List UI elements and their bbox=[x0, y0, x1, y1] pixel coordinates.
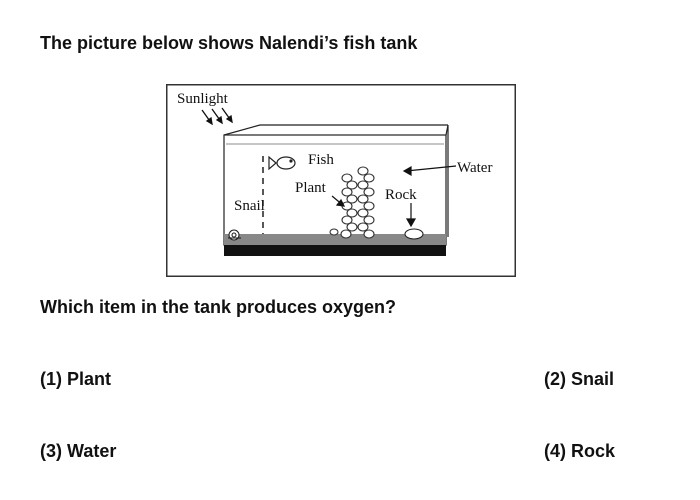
fish-tank-figure: Sunlight Fish Plant Water Rock Snail bbox=[166, 84, 516, 277]
answer-option-1[interactable]: (1) Plant bbox=[40, 369, 112, 389]
label-sunlight: Sunlight bbox=[177, 91, 229, 107]
label-water: Water bbox=[457, 160, 492, 176]
answer-option-3[interactable]: (3) Water bbox=[40, 441, 117, 461]
label-rock: Rock bbox=[385, 187, 417, 203]
answer-option-4[interactable]: (4) Rock bbox=[544, 441, 616, 461]
plant-icon bbox=[329, 166, 375, 239]
sunlight-arrows-icon bbox=[201, 107, 233, 126]
tank-gravel bbox=[224, 234, 446, 245]
question-text: Which item in the tank produces oxygen? bbox=[40, 297, 397, 317]
snail-icon bbox=[228, 229, 241, 241]
fish-icon bbox=[268, 155, 296, 171]
label-fish: Fish bbox=[308, 152, 334, 168]
intro-text: The picture below shows Nalendi’s fish t… bbox=[40, 33, 418, 53]
label-plant: Plant bbox=[295, 180, 327, 196]
label-snail: Snail bbox=[234, 198, 265, 214]
rock-icon bbox=[404, 228, 424, 240]
answer-option-2[interactable]: (2) Snail bbox=[544, 369, 615, 389]
label-arrows bbox=[331, 165, 457, 228]
fish-tank-diagram: Sunlight Fish Plant Water Rock Snail bbox=[166, 84, 516, 277]
tank-base bbox=[224, 245, 446, 256]
